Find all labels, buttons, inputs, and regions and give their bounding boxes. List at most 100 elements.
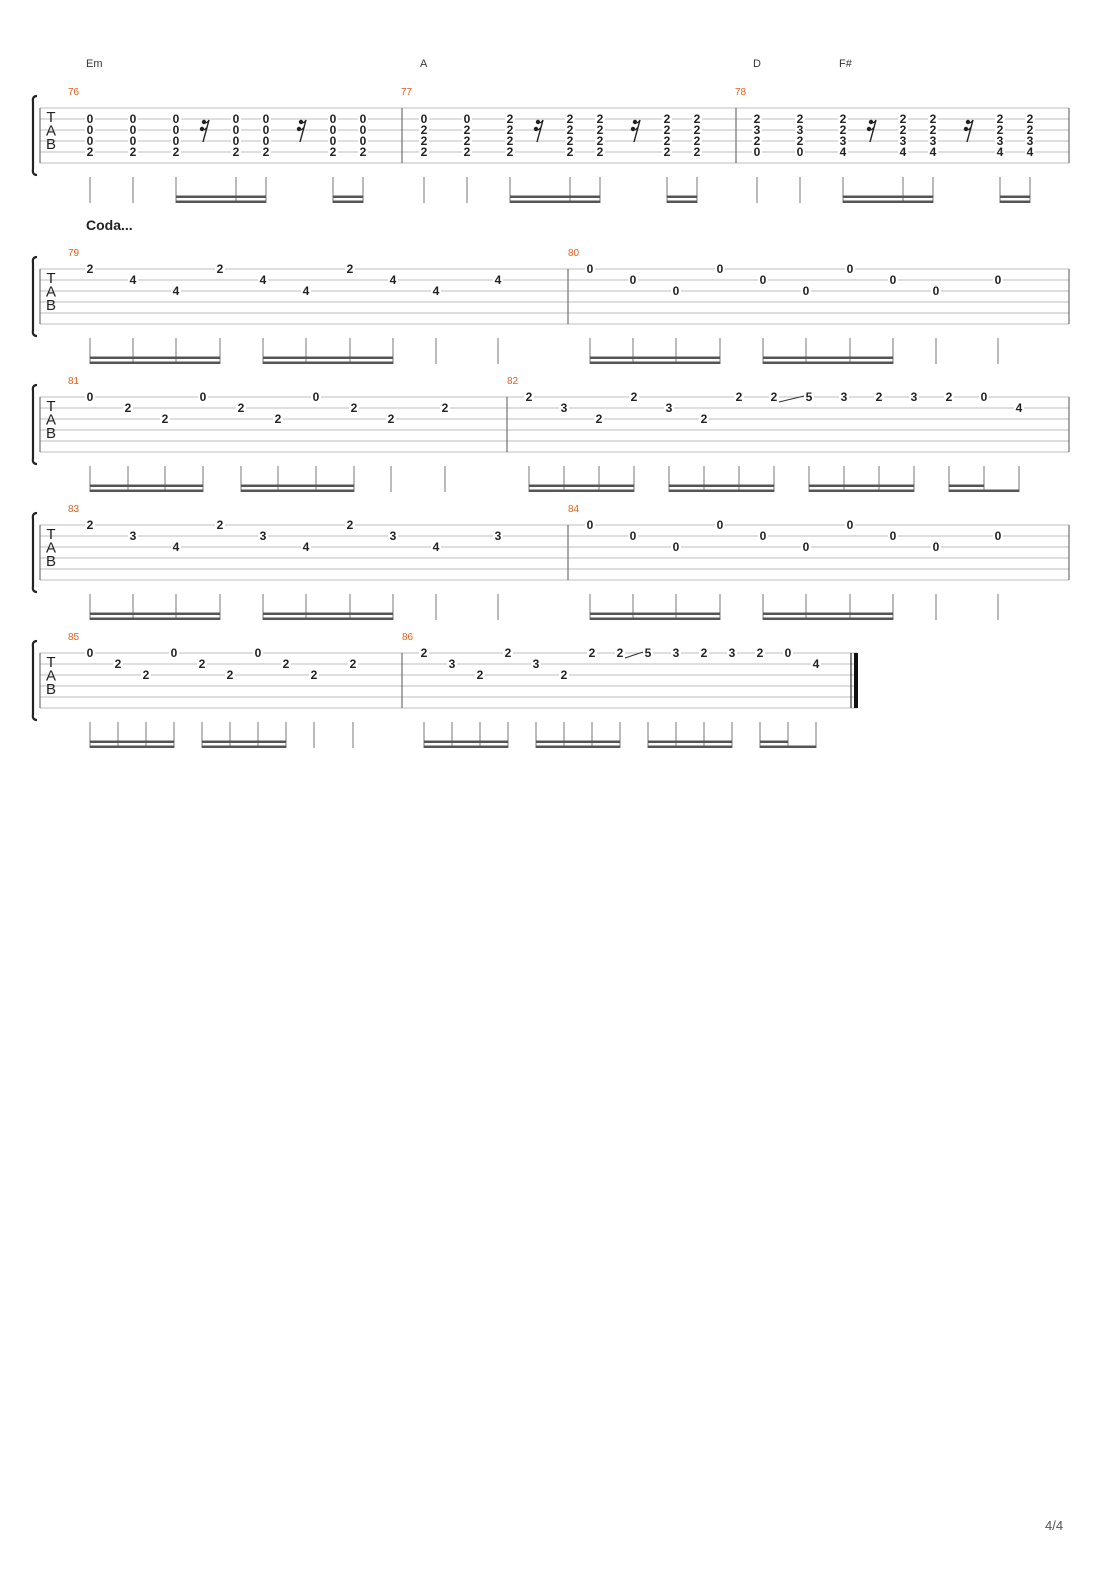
beam-secondary <box>424 740 508 743</box>
fret-number: 3 <box>911 390 918 404</box>
fret-background <box>1025 146 1035 157</box>
tab-beat: 2 <box>503 646 513 748</box>
fret-background <box>462 113 472 124</box>
fret-number: 2 <box>421 646 428 660</box>
fret-number: 3 <box>390 529 397 543</box>
fret-number: 3 <box>561 401 568 415</box>
fret-background <box>231 113 241 124</box>
chord-name: A <box>420 58 428 70</box>
fret-background <box>615 647 625 658</box>
fret-background <box>261 113 271 124</box>
fret-number: 0 <box>330 134 337 148</box>
fret-background <box>123 402 133 413</box>
fret-number: 2 <box>797 134 804 148</box>
fret-background <box>594 413 604 424</box>
fret-background <box>85 146 95 157</box>
fret-background <box>898 135 908 146</box>
tab-beat: 3 <box>258 529 268 620</box>
fret-number: 0 <box>263 123 270 137</box>
fret-background <box>692 124 702 135</box>
sixteenth-rest <box>630 119 641 143</box>
fret-number: 2 <box>1027 123 1034 137</box>
fret-number: 0 <box>673 284 680 298</box>
fret-background <box>85 113 95 124</box>
tab-beat: 0 <box>931 540 941 620</box>
fret-number: 2 <box>664 112 671 126</box>
beam-secondary <box>176 195 266 198</box>
fret-number: 0 <box>233 112 240 126</box>
beam-primary <box>263 361 393 364</box>
fret-background <box>169 647 179 658</box>
tab-beat: 0 <box>715 518 725 620</box>
tab-beat: 0 <box>845 518 855 620</box>
tab-clef-letter: A <box>46 412 56 429</box>
beam-secondary <box>667 195 697 198</box>
fret-number: 0 <box>173 112 180 126</box>
fret-background <box>128 124 138 135</box>
fret-background <box>225 669 235 680</box>
sixteenth-rest <box>296 119 307 143</box>
fret-number: 2 <box>217 262 224 276</box>
fret-number: 3 <box>495 529 502 543</box>
fret-number: 2 <box>694 123 701 137</box>
fret-background <box>215 263 225 274</box>
fret-number: 4 <box>1016 401 1023 415</box>
fret-background <box>559 669 569 680</box>
beam-secondary <box>90 356 220 359</box>
fret-number: 2 <box>876 390 883 404</box>
fret-background <box>386 413 396 424</box>
fret-background <box>128 113 138 124</box>
fret-number: 2 <box>754 134 761 148</box>
tab-beat: 0 <box>169 646 179 748</box>
fret-background <box>253 647 263 658</box>
fret-number: 0 <box>754 145 761 159</box>
fret-background <box>524 391 534 402</box>
fret-background <box>198 391 208 402</box>
fret-number: 2 <box>330 145 337 159</box>
tab-beat: 5 <box>804 390 814 492</box>
fret-number: 0 <box>360 123 367 137</box>
beam-secondary <box>590 356 720 359</box>
beam-primary <box>510 200 600 203</box>
fret-background <box>505 135 515 146</box>
fret-background <box>692 146 702 157</box>
fret-background <box>758 530 768 541</box>
fret-background <box>928 135 938 146</box>
fret-background <box>503 647 513 658</box>
fret-number: 3 <box>754 123 761 137</box>
fret-background <box>358 113 368 124</box>
fret-number: 3 <box>666 401 673 415</box>
fret-number: 2 <box>263 145 270 159</box>
fret-number: 0 <box>360 112 367 126</box>
tab-beat: 2 <box>225 668 235 748</box>
slide-line <box>778 395 805 403</box>
beam-primary <box>1000 200 1030 203</box>
fret-number: 2 <box>930 112 937 126</box>
fret-number: 2 <box>350 657 357 671</box>
beam-primary <box>529 489 634 492</box>
fret-background <box>995 124 1005 135</box>
fret-number: 4 <box>433 540 440 554</box>
fret-number: 2 <box>567 134 574 148</box>
fret-number: 2 <box>464 134 471 148</box>
measure-number: 82 <box>507 376 519 387</box>
system-bracket <box>31 511 38 594</box>
fret-background <box>128 530 138 541</box>
fret-number: 0 <box>587 518 594 532</box>
fret-number: 2 <box>347 262 354 276</box>
tab-beat: 2 <box>141 668 151 748</box>
measure-number: 78 <box>735 87 747 98</box>
fret-background <box>628 274 638 285</box>
fret-background <box>128 274 138 285</box>
beam-secondary <box>1000 195 1030 198</box>
fret-background <box>801 541 811 552</box>
fret-number: 2 <box>617 646 624 660</box>
